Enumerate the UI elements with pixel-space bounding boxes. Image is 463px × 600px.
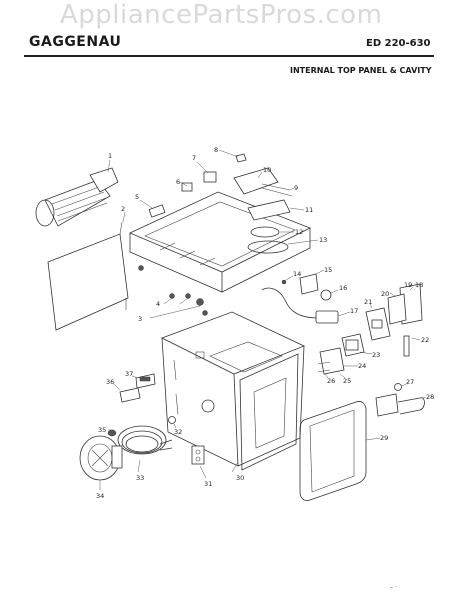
part-13-gasket [247,239,319,254]
part-23-26-lamp [317,333,373,379]
callout-27: 27 [406,378,414,386]
callout-23: 23 [372,351,380,359]
part-27-28-hinge [375,383,427,417]
callout-28: 28 [426,393,434,401]
callout-14: 14 [293,270,301,278]
part-29-door-seal [299,401,381,501]
part-1-blower [35,159,119,227]
callout-5: 5 [135,193,139,201]
callout-31: 31 [204,480,212,488]
page-footer: – · [390,584,397,591]
part-31-plate [191,445,207,479]
part-6-7-8-brackets [179,149,247,192]
callout-labels: 1 2 3 4 5 6 7 8 9 10 11 12 13 14 15 16 1… [96,146,434,500]
callout-17: 17 [350,307,358,315]
callout-36: 36 [106,378,114,386]
part-14-15-16-hardware [281,269,339,301]
part-5-top-panel [129,191,311,293]
callout-2: 2 [121,205,125,213]
brand-logo: GAGGENAU [29,34,122,50]
callout-35: 35 [98,426,106,434]
page-title: INTERNAL TOP PANEL & CAVITY [290,66,432,75]
callout-29: 29 [380,434,388,442]
callout-18: 18 [415,281,423,289]
watermark: AppliancePartsPros.com [60,0,383,30]
callout-7: 7 [192,154,196,162]
callout-20: 20 [381,290,389,298]
part-34-35-fan-motor [79,429,123,490]
part-9-10-switch [233,167,295,197]
callout-19: 19 [404,281,412,289]
callout-25: 25 [343,377,351,385]
callout-13: 13 [319,236,327,244]
model-number: ED 220-630 [366,38,431,49]
callout-10: 10 [263,166,271,174]
callout-9: 9 [294,184,298,192]
part-32-grommet [168,416,177,429]
callout-4: 4 [156,300,160,308]
callout-30: 30 [236,474,244,482]
callout-21: 21 [364,298,372,306]
callout-16: 16 [339,284,347,292]
part-36-37-brackets [113,373,156,403]
callout-32: 32 [174,428,182,436]
callout-26: 26 [327,377,335,385]
callout-3: 3 [138,315,142,323]
part-33-ring-element [117,425,173,473]
callout-15: 15 [324,266,332,274]
part-2-back-panel [47,211,129,331]
callout-37: 37 [125,370,133,378]
part-11-12-plate [247,199,305,238]
part-30-cavity [160,311,306,473]
callout-12: 12 [295,228,303,236]
header-rule [24,55,434,57]
part-18-22-lock [365,283,423,357]
callout-34: 34 [96,492,104,500]
callout-6: 6 [176,178,180,186]
callout-22: 22 [421,336,429,344]
callout-8: 8 [214,146,218,154]
callout-24: 24 [358,362,366,370]
part-3-4-screws [138,265,208,319]
callout-33: 33 [136,474,144,482]
part-17-element [261,287,351,324]
callout-1: 1 [108,152,112,160]
callout-11: 11 [305,206,313,214]
